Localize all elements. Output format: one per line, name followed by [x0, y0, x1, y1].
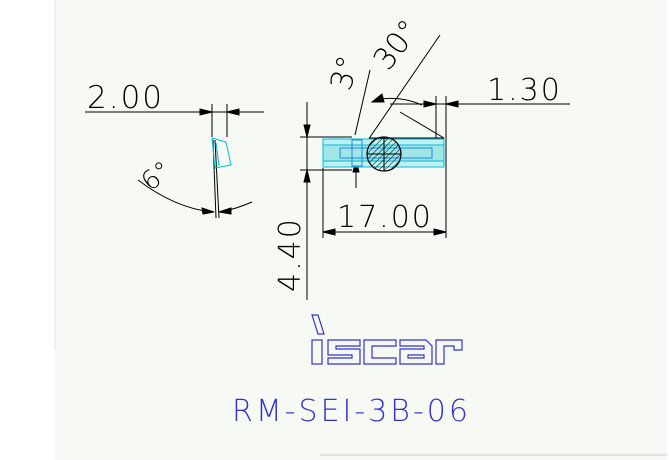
drawing-sheet — [55, 0, 667, 460]
dim-text-chamfer: 1.30 — [487, 73, 562, 108]
part-code: RM-SEI-3B-06 — [232, 394, 471, 429]
dim-text-width-front: 2.00 — [87, 80, 164, 116]
top-view-dimensions — [300, 34, 570, 300]
insert-body — [322, 136, 445, 172]
angle-line-3 — [354, 69, 371, 136]
front-view — [85, 104, 264, 219]
iscar-logo-icon — [311, 314, 463, 365]
dim-text-length: 17.00 — [337, 200, 433, 235]
dim-text-height: 4.40 — [273, 217, 308, 292]
front-profile — [211, 137, 232, 169]
angle-line-30 — [367, 34, 441, 141]
